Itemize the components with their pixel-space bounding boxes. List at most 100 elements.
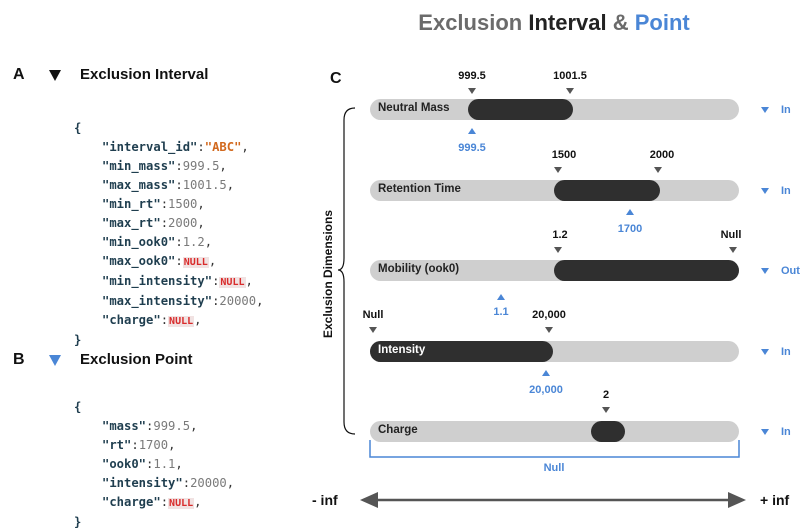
json-line: "charge":NULL, (102, 495, 202, 509)
rt-point-marker-icon (626, 209, 634, 215)
json-line: "min_ook0":1.2, (102, 235, 213, 249)
rt-bar: Retention Time (370, 180, 739, 201)
intensity-bar-label: Intensity (378, 344, 426, 356)
charge-value-label: 2 (602, 389, 610, 401)
json-line: "charge":NULL, (102, 313, 202, 327)
json-key: "ook0" (102, 457, 147, 471)
status-triangle-icon (761, 349, 769, 356)
mass-bar-label: Neutral Mass (378, 102, 450, 114)
json-line: "min_mass":999.5, (102, 159, 227, 173)
mass-status: In (761, 104, 791, 116)
intensity-lower-marker-icon (369, 327, 377, 333)
mobility-lower-marker-icon (554, 247, 562, 253)
json-value: 1500 (168, 197, 198, 211)
interval-json-lines: "interval_id":"ABC", "min_mass":999.5, "ma… (74, 138, 263, 331)
json-line: "max_rt":2000, (102, 216, 205, 230)
mass-point-label: 999.5 (458, 142, 486, 154)
json-key: "mass" (102, 419, 147, 433)
close-brace: } (74, 333, 82, 347)
mobility-point-label: 1.1 (493, 306, 509, 318)
mass-lower-marker-icon (468, 88, 476, 94)
json-line: "min_rt":1500, (102, 197, 205, 211)
json-value: NULL (182, 257, 209, 268)
json-key: "charge" (102, 313, 161, 327)
json-line: "max_ook0":NULL, (102, 254, 217, 268)
mobility-point-marker-icon (497, 294, 505, 300)
figure-title: Exclusion Interval & Point (418, 10, 690, 35)
mass-bar: Neutral Mass (370, 99, 739, 120)
panel-c-letter: C (330, 70, 342, 87)
json-key: "max_mass" (102, 178, 176, 192)
mass-point-marker-icon (468, 128, 476, 134)
mobility-upper-label: Null (720, 229, 742, 241)
json-key: "min_rt" (102, 197, 161, 211)
json-value: 1001.5 (182, 178, 227, 192)
mobility-bar: Mobility (ook0) (370, 260, 739, 281)
intensity-lower-label: Null (362, 309, 384, 321)
intensity-interval-fill (370, 341, 553, 362)
point-json: { "mass":999.5,"rt":1700,"ook0":1.1,"int… (74, 379, 234, 532)
json-key: "min_intensity" (102, 274, 213, 288)
rt-interval-fill (554, 180, 660, 201)
json-line: "max_mass":1001.5, (102, 178, 235, 192)
rt-status: In (761, 185, 791, 197)
json-line: "intensity":20000, (102, 476, 235, 490)
json-value: 1700 (138, 438, 169, 452)
intensity-bar: Intensity (370, 341, 739, 362)
mobility-lower-label: 1.2 (552, 229, 568, 241)
intensity-upper-label: 20,000 (532, 309, 566, 321)
infinity-axis-arrow (360, 492, 746, 508)
panel-b-letter: B (13, 351, 25, 368)
point-triangle-icon (49, 355, 61, 366)
panel-a-title: Exclusion Interval (80, 66, 209, 83)
dimension-brace (337, 107, 356, 435)
json-line: "interval_id":"ABC", (102, 140, 249, 154)
json-value: "ABC" (204, 140, 242, 154)
mobility-interval-fill (554, 260, 739, 281)
intensity-status: In (761, 346, 791, 358)
rt-lower-label: 1500 (551, 149, 577, 161)
panel-a-letter: A (13, 66, 25, 83)
json-key: "min_mass" (102, 159, 176, 173)
json-key: "charge" (102, 495, 161, 509)
rt-bar-label: Retention Time (378, 183, 461, 195)
intensity-point-marker-icon (542, 370, 550, 376)
mobility-status: Out (761, 265, 800, 277)
json-line: "ook0":1.1, (102, 457, 183, 471)
mobility-bar-label: Mobility (ook0) (378, 263, 460, 275)
json-key: "max_rt" (102, 216, 161, 230)
charge-bar-label: Charge (378, 424, 418, 436)
json-value: 1.1 (153, 457, 176, 471)
json-value: 20000 (190, 476, 227, 490)
charge-null-bracket (369, 440, 740, 458)
mass-lower-label: 999.5 (458, 70, 486, 82)
minus-inf-label: - inf (312, 492, 338, 508)
interval-json: { "interval_id":"ABC","min_mass":999.5,"… (74, 100, 263, 350)
json-value: 999.5 (182, 159, 220, 173)
json-line: "mass":999.5, (102, 419, 198, 433)
panel-b-title: Exclusion Point (80, 351, 193, 368)
mass-upper-marker-icon (566, 88, 574, 94)
charge-bar: Charge (370, 421, 739, 442)
status-triangle-icon (761, 268, 769, 275)
rt-upper-marker-icon (654, 167, 662, 173)
point-json-lines: "mass":999.5,"rt":1700,"ook0":1.1,"inten… (74, 417, 234, 513)
intensity-point-label: 20,000 (529, 384, 563, 396)
mass-upper-label: 1001.5 (553, 70, 587, 82)
mobility-upper-marker-icon (729, 247, 737, 253)
charge-marker-icon (602, 407, 610, 413)
json-value: NULL (219, 277, 246, 288)
json-key: "max_ook0" (102, 254, 176, 268)
plus-inf-label: + inf (760, 492, 790, 508)
json-key: "min_ook0" (102, 235, 176, 249)
json-line: "min_intensity":NULL, (102, 274, 253, 288)
charge-status: In (761, 426, 791, 438)
json-key: "interval_id" (102, 140, 198, 154)
json-value: NULL (168, 316, 195, 327)
json-key: "max_intensity" (102, 294, 213, 308)
rt-lower-marker-icon (554, 167, 562, 173)
rt-point-label: 1700 (617, 223, 643, 235)
status-triangle-icon (761, 188, 769, 195)
close-brace: } (74, 515, 82, 529)
